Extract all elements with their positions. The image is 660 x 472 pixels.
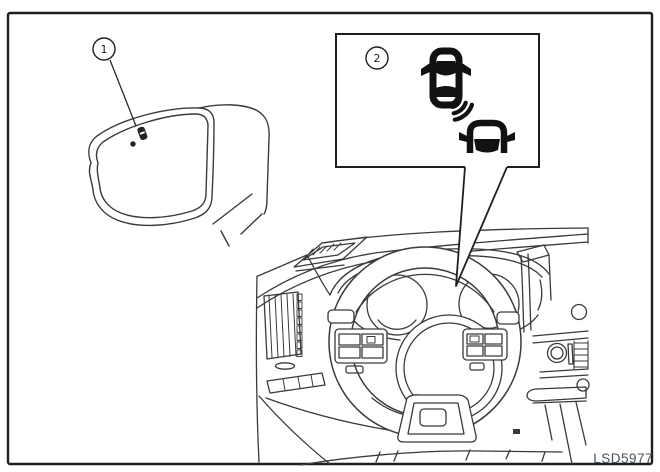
dash-mid-sweep — [265, 397, 396, 432]
mirror-arm-line-3 — [220, 230, 230, 247]
callout-1-circle — [92, 37, 116, 61]
own-vehicle-rear-window — [436, 86, 456, 97]
dash-top-line-2 — [256, 233, 589, 299]
dash-lower-left-line — [258, 395, 331, 465]
radar-waves — [450, 98, 474, 122]
right-shelf — [526, 386, 587, 402]
bsw-two-vehicles-radar-icon — [421, 47, 515, 153]
indicator-dot — [130, 141, 136, 147]
lower-spoke — [397, 394, 477, 443]
left-stalk — [327, 309, 355, 324]
defroster-vent — [293, 236, 368, 272]
callout-1-number: 1 — [101, 43, 108, 56]
outside-mirror-drawing — [88, 104, 270, 247]
left-spoke-buttons — [334, 328, 388, 374]
cluster-side-right — [537, 279, 543, 311]
dash-top-line-1 — [321, 227, 589, 244]
own-vehicle-mirror-right — [462, 63, 471, 76]
small-badge — [513, 429, 520, 434]
dash-slot — [274, 362, 296, 370]
callout-box-border — [335, 33, 540, 168]
other-vehicle-mirror-right — [507, 132, 515, 142]
dash-bottom-edge — [299, 450, 563, 466]
mirror-housing — [198, 104, 270, 215]
callout-2-number: 2 — [374, 52, 381, 65]
start-button-outer — [546, 342, 568, 364]
sensor-circle — [570, 303, 588, 321]
lower-trim-bar — [266, 372, 326, 394]
gauge-left — [366, 274, 428, 336]
right-stalk — [496, 311, 520, 325]
other-vehicle-windshield — [474, 139, 500, 153]
right-spoke-buttons — [462, 328, 508, 371]
right-air-vent — [573, 340, 589, 370]
mirror-arm-line-2 — [240, 213, 263, 235]
own-vehicle-body — [429, 47, 463, 109]
callout-1: 1 — [92, 37, 137, 127]
pointer-legs — [455, 166, 508, 287]
indicator-car-window — [139, 131, 145, 135]
dash-hood-left-line — [306, 254, 331, 296]
mirror-arm-line-1 — [212, 193, 253, 225]
other-vehicle-body — [466, 119, 508, 153]
figure-id-label: LSD5977 — [593, 451, 653, 466]
own-vehicle-mirror-left — [421, 63, 430, 76]
callout-2-circle — [365, 46, 389, 70]
right-knob — [576, 378, 590, 392]
bsw-mirror-indicator-icon — [130, 126, 148, 147]
rim-groove-top — [355, 273, 495, 313]
gauge-left-inner-arc — [377, 319, 417, 330]
dashboard-drawing — [255, 227, 590, 466]
dash-left-boundary — [255, 275, 260, 463]
other-vehicle-mirror-left — [459, 132, 467, 142]
right-dash-area — [513, 244, 590, 465]
dash-left-top-line — [257, 254, 308, 277]
own-vehicle-windshield — [435, 61, 457, 76]
mirror-glass-outline — [88, 107, 215, 227]
dash-bottom-ticks — [375, 449, 546, 463]
figure-frame — [6, 11, 654, 466]
callout-2-balloon: 2 — [335, 33, 540, 287]
start-button-inner — [550, 346, 564, 360]
callout-1-leader-line — [109, 59, 137, 127]
left-air-vent — [263, 291, 303, 370]
mirror-glass-inner-line — [95, 113, 209, 219]
